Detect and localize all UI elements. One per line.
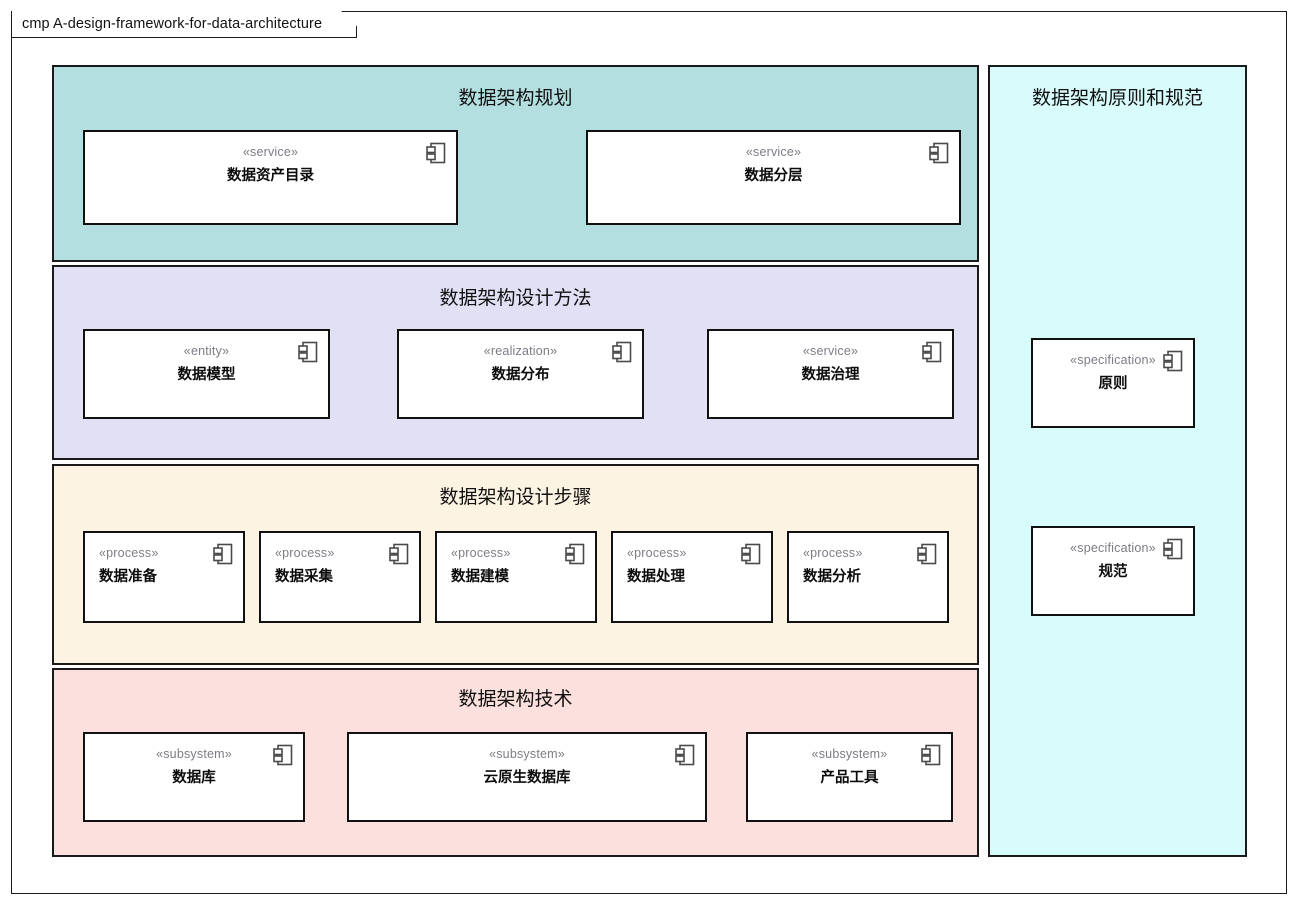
component-name: 数据资产目录 [227, 168, 314, 184]
component-name: 原则 [1098, 376, 1128, 392]
uml-component-icon [612, 341, 632, 363]
component-stereotype: «service» [745, 145, 802, 159]
component-name: 数据分布 [491, 367, 550, 383]
component-data-modeling[interactable]: «process» 数据建模 [435, 531, 597, 623]
uml-component-icon [213, 543, 233, 565]
component-stereotype: «process» [99, 546, 159, 560]
uml-component-icon [675, 744, 695, 766]
uml-component-icon [917, 543, 937, 565]
uml-component-icon [1163, 538, 1183, 560]
group-principles-title: 数据架构原则和规范 [1031, 88, 1203, 109]
component-name: 数据库 [172, 770, 216, 786]
uml-component-icon [298, 341, 318, 363]
component-stereotype: «subsystem» [811, 747, 888, 761]
component-stereotype: «specification» [1070, 353, 1156, 367]
uml-component-icon [922, 341, 942, 363]
component-name: 数据分层 [744, 168, 803, 184]
group-design-methods[interactable]: 数据架构设计方法 «entity» 数据模型 «realization» 数据分… [52, 265, 979, 460]
component-name: 规范 [1098, 564, 1128, 580]
component-stereotype: «process» [451, 546, 511, 560]
group-technology-title: 数据架构技术 [458, 689, 573, 710]
component-data-preparation[interactable]: «process» 数据准备 [83, 531, 245, 623]
component-data-processing[interactable]: «process» 数据处理 [611, 531, 773, 623]
component-stereotype: «specification» [1070, 541, 1156, 555]
component-stereotype: «service» [802, 344, 859, 358]
component-stereotype: «process» [627, 546, 687, 560]
component-data-governance[interactable]: «service» 数据治理 [707, 329, 954, 419]
uml-component-icon [565, 543, 585, 565]
component-name: 数据治理 [801, 367, 860, 383]
component-stereotype: «process» [803, 546, 863, 560]
uml-component-icon [426, 142, 446, 164]
component-stereotype: «entity» [183, 344, 230, 358]
uml-component-icon [273, 744, 293, 766]
group-design-steps[interactable]: 数据架构设计步骤 «process» 数据准备 «process» 数据采集 [52, 464, 979, 665]
component-specifications[interactable]: «specification» 规范 [1031, 526, 1195, 616]
component-name: 产品工具 [820, 770, 879, 786]
group-principles-and-specifications[interactable]: 数据架构原则和规范 «specification» 原则 «specificat… [988, 65, 1247, 857]
component-data-asset-catalog[interactable]: «service» 数据资产目录 [83, 130, 458, 225]
component-stereotype: «subsystem» [489, 747, 565, 761]
component-stereotype: «subsystem» [156, 747, 232, 761]
component-product-tools[interactable]: «subsystem» 产品工具 [746, 732, 953, 822]
component-data-model[interactable]: «entity» 数据模型 [83, 329, 330, 419]
component-name: 数据模型 [177, 367, 236, 383]
component-stereotype: «service» [242, 145, 299, 159]
component-cloud-native-database[interactable]: «subsystem» 云原生数据库 [347, 732, 707, 822]
group-technology[interactable]: 数据架构技术 «subsystem» 数据库 «subsystem» 云原生数据… [52, 668, 979, 857]
uml-component-icon [389, 543, 409, 565]
uml-component-icon [929, 142, 949, 164]
component-stereotype: «process» [275, 546, 335, 560]
component-data-analysis[interactable]: «process» 数据分析 [787, 531, 949, 623]
uml-component-icon [1163, 350, 1183, 372]
frame-title-tab: cmp A-design-framework-for-data-architec… [11, 11, 357, 38]
component-name: 数据建模 [451, 569, 509, 585]
group-planning[interactable]: 数据架构规划 «service» 数据资产目录 «service» 数据分层 [52, 65, 979, 262]
frame-tab-left-edge [11, 11, 13, 38]
group-design-methods-title: 数据架构设计方法 [439, 288, 592, 309]
frame-title-label: cmp A-design-framework-for-data-architec… [22, 16, 323, 32]
component-data-collection[interactable]: «process» 数据采集 [259, 531, 421, 623]
component-database[interactable]: «subsystem» 数据库 [83, 732, 305, 822]
component-name: 数据采集 [275, 569, 333, 585]
component-data-distribution[interactable]: «realization» 数据分布 [397, 329, 644, 419]
component-name: 云原生数据库 [483, 770, 571, 786]
group-design-steps-title: 数据架构设计步骤 [439, 487, 592, 508]
component-name: 数据处理 [627, 569, 685, 585]
component-name: 数据准备 [99, 569, 157, 585]
uml-component-icon [741, 543, 761, 565]
component-data-layering[interactable]: «service» 数据分层 [586, 130, 961, 225]
component-principles[interactable]: «specification» 原则 [1031, 338, 1195, 428]
component-name: 数据分析 [803, 569, 861, 585]
group-planning-title: 数据架构规划 [458, 88, 573, 109]
uml-component-icon [921, 744, 941, 766]
component-stereotype: «realization» [483, 344, 558, 358]
